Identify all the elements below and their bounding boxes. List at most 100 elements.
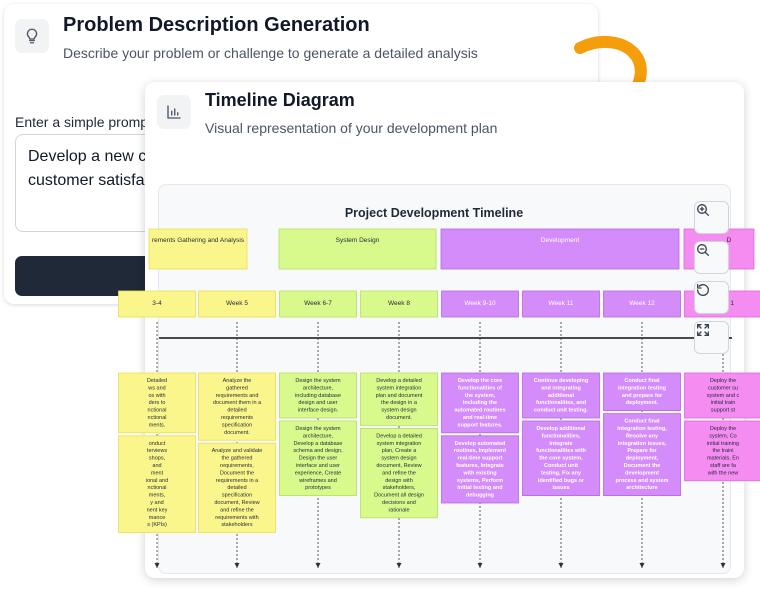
task-text: document, Review: [376, 463, 421, 469]
phase-box: [440, 228, 680, 270]
task-text: conduct unit testing.: [534, 408, 589, 414]
task-text: Develop a database: [294, 441, 343, 447]
task-text: integration testing,: [617, 426, 667, 432]
zoom-in-button[interactable]: [694, 201, 729, 234]
task-text: including database: [295, 393, 341, 399]
task-text: nctional: [148, 415, 167, 421]
task-text: process and system: [616, 478, 669, 484]
task-text: Develop a detailed: [376, 378, 422, 384]
task-box: [360, 427, 438, 519]
phase-box: [278, 228, 437, 270]
task-box: [360, 372, 438, 426]
task-text: rationale: [388, 507, 409, 513]
week-label: Week 9-10: [464, 300, 496, 307]
task-box: [441, 435, 519, 504]
task-box: [118, 372, 196, 434]
phase-box: [148, 228, 248, 270]
task-text: debugging: [466, 493, 494, 499]
task-text: system and c: [707, 393, 740, 399]
task-text: and real-time: [463, 415, 497, 421]
task-text: stakeholders,: [383, 485, 416, 491]
task-text: nent key: [147, 507, 168, 513]
task-text: functionalities, and: [536, 400, 586, 406]
arrowhead: [154, 563, 160, 568]
task-text: architecture,: [303, 385, 334, 391]
task-text: requirements with: [215, 515, 258, 521]
task-text: detailed: [227, 485, 246, 491]
task-text: real-time support: [458, 456, 503, 462]
task-text: Design the system: [295, 378, 341, 384]
task-text: Resolve any: [626, 433, 659, 439]
task-text: system integration: [377, 441, 422, 447]
task-text: ws and: [147, 385, 165, 391]
task-text: design and user: [298, 400, 337, 406]
task-text: Document all design: [374, 493, 424, 499]
phase-label: Development: [541, 237, 579, 244]
task-text: initial training: [707, 441, 739, 447]
task-text: additional: [548, 393, 574, 399]
task-box: [279, 372, 357, 419]
task-text: including the: [463, 400, 497, 406]
task-text: automated routines: [454, 408, 505, 414]
task-text: the gathered: [222, 456, 253, 462]
task-text: routines, Implement: [454, 448, 506, 454]
week-box: [603, 290, 681, 318]
task-text: ment: [151, 470, 164, 476]
task-text: Develop the core: [458, 378, 502, 384]
reset-view-button[interactable]: [694, 281, 729, 314]
prompt-label: Enter a simple prompt: [15, 114, 152, 130]
task-text: Deploy the: [710, 378, 736, 384]
task-text: Develop a detailed: [376, 433, 422, 439]
week-box: [522, 290, 600, 318]
task-text: functionalities of: [458, 385, 502, 391]
task-text: ders to: [149, 400, 166, 406]
task-text: support st: [711, 408, 736, 414]
lightbulb-icon: [15, 19, 49, 53]
task-text: decisions and: [382, 500, 416, 506]
zoom-out-button[interactable]: [694, 241, 729, 274]
task-text: identified bugs or: [538, 478, 585, 484]
task-text: document, Review: [214, 500, 259, 506]
task-box: [603, 372, 681, 411]
task-text: the design in a: [381, 400, 418, 406]
task-text: materials, En: [707, 456, 739, 462]
task-text: interface design.: [298, 408, 339, 414]
task-text: requirements,: [220, 463, 254, 469]
phase-label: System Design: [336, 237, 380, 244]
task-text: os with: [148, 393, 165, 399]
arrowhead: [477, 563, 483, 568]
task-text: Analyze the: [223, 378, 252, 384]
task-text: Prepare for: [627, 448, 657, 454]
week-label: Week 6-7: [304, 300, 332, 307]
task-text: Develop additional: [537, 426, 586, 432]
task-text: architecture,: [303, 433, 334, 439]
task-text: schema and design,: [293, 448, 343, 454]
task-text: Conduct final: [624, 419, 660, 425]
week-label: Week 11: [548, 300, 573, 307]
task-text: specification: [222, 422, 252, 428]
task-text: system design: [381, 408, 416, 414]
task-text: Design the user: [299, 456, 338, 462]
task-text: Detailed: [147, 378, 167, 384]
task-text: Conduct final: [624, 378, 660, 384]
task-text: initial testing and: [457, 485, 502, 491]
arrowhead: [720, 563, 726, 568]
task-text: features, Integrate: [456, 463, 504, 469]
fullscreen-button[interactable]: [694, 321, 729, 354]
task-text: Conduct unit: [544, 463, 578, 469]
task-box: [198, 372, 276, 441]
week-label: Week 5: [226, 300, 248, 307]
task-text: plan and document: [376, 393, 423, 399]
arrowhead: [639, 563, 645, 568]
task-text: Continue developing: [534, 378, 588, 384]
task-text: and: [152, 463, 161, 469]
reset-icon: [697, 284, 709, 296]
card-subtitle: Visual representation of your developmen…: [205, 120, 498, 136]
task-text: prototypes: [305, 485, 331, 491]
task-text: with the new: [707, 470, 739, 476]
task-text: system integration: [377, 385, 422, 391]
task-text: Integrate: [549, 441, 572, 447]
task-box: [522, 372, 600, 419]
